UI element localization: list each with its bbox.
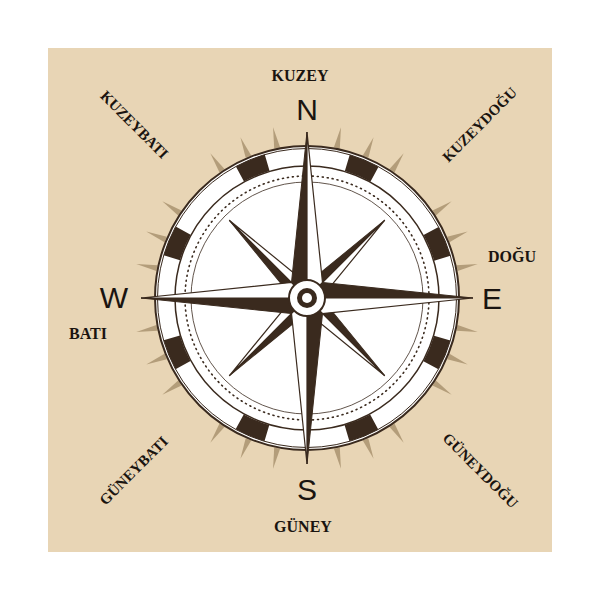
direction-name: BATI [69,326,107,342]
direction-name: GÜNEY [274,519,332,535]
cardinal-letter: N [296,95,318,125]
cardinal-letter: E [482,284,502,314]
star-points [141,132,473,464]
cardinal-letter: W [100,283,128,313]
direction-name: KUZEY [272,68,329,84]
cardinal-letter: S [297,475,317,505]
tick-marks [136,127,478,469]
direction-name: DOĞU [488,249,536,265]
